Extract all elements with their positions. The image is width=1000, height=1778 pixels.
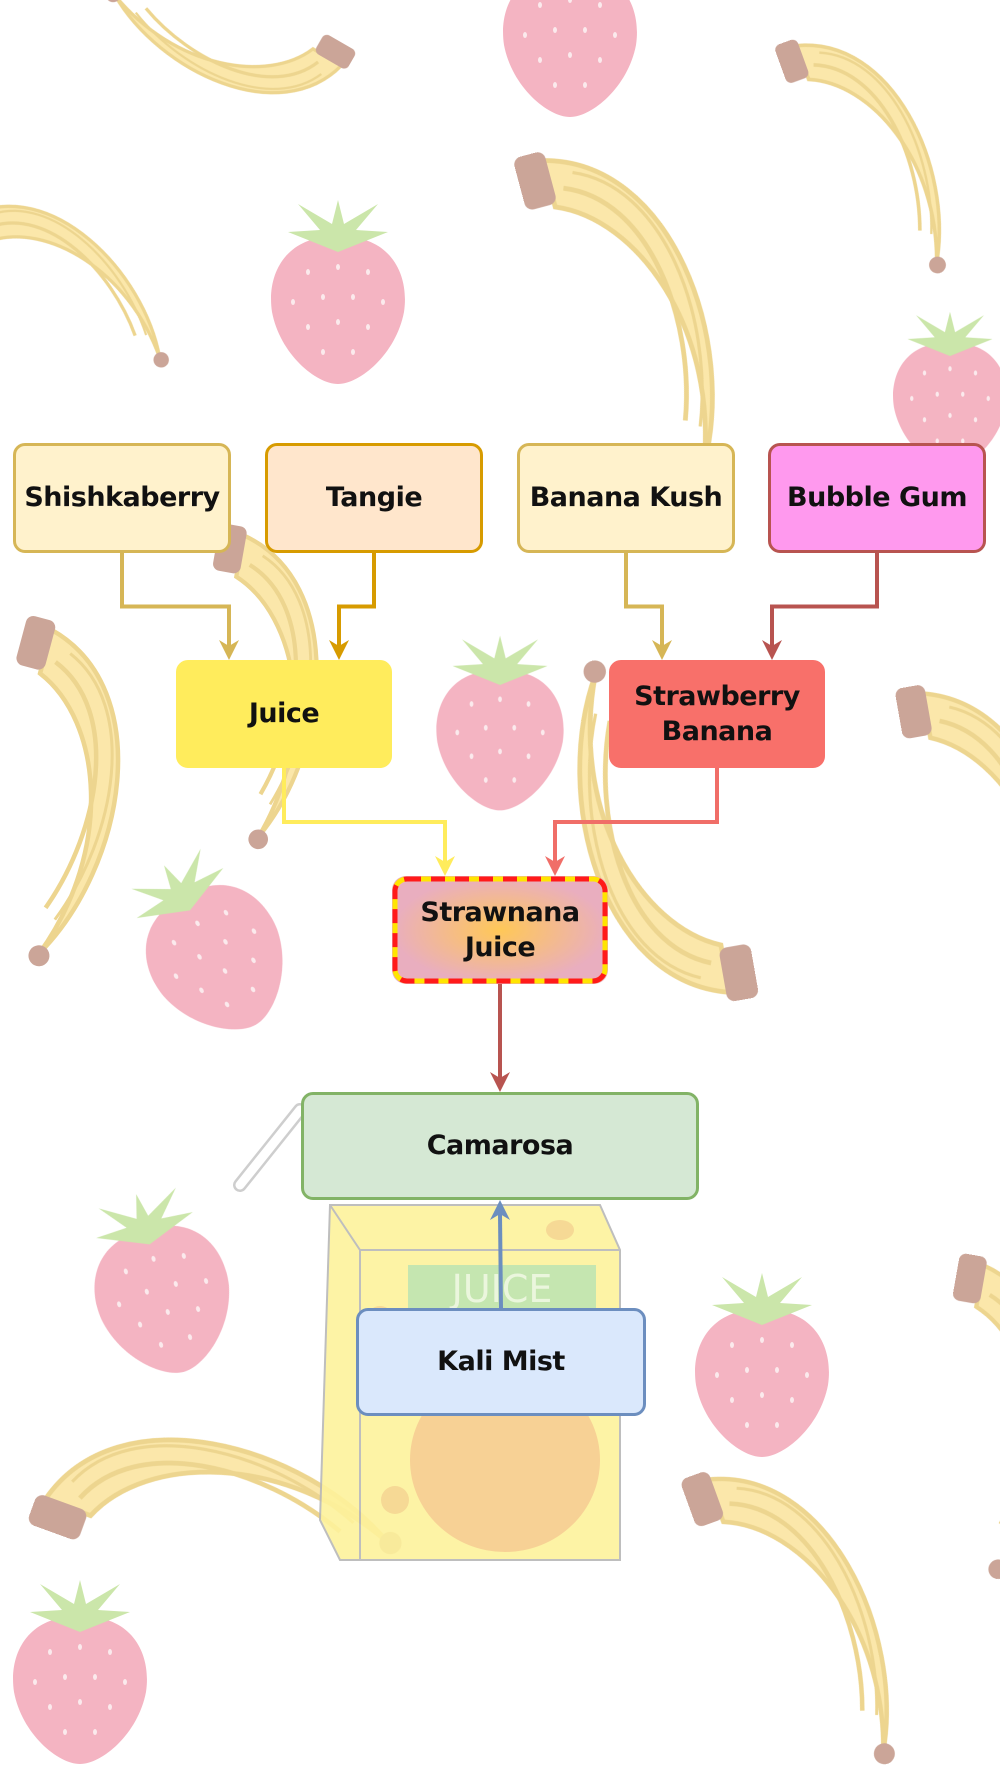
node-label: Shishkaberry	[24, 482, 220, 514]
dashed-border	[392, 876, 608, 984]
node-label: Bubble Gum	[787, 482, 967, 514]
arrowhead-icon	[219, 640, 239, 660]
node-strawberry-banana[interactable]: Strawberry Banana	[609, 660, 825, 768]
edge-strawberry_banana-to-strawnana_juice	[553, 768, 719, 862]
node-kali-mist[interactable]: Kali Mist	[356, 1308, 646, 1416]
edge-shishkaberry-to-juice	[120, 553, 231, 646]
node-shishkaberry[interactable]: Shishkaberry	[13, 443, 231, 553]
arrowhead-icon	[490, 1200, 510, 1220]
edge-juice-to-strawnana_juice	[282, 768, 447, 862]
node-strawnana-juice[interactable]: Strawnana Juice	[392, 876, 608, 984]
arrowhead-icon	[762, 640, 782, 660]
node-label: Juice	[248, 698, 320, 730]
node-tangie[interactable]: Tangie	[265, 443, 483, 553]
arrowhead-icon	[490, 1072, 510, 1092]
arrowhead-icon	[329, 640, 349, 660]
arrowhead-icon	[545, 856, 565, 876]
arrowhead-icon	[435, 856, 455, 876]
node-banana-kush[interactable]: Banana Kush	[517, 443, 735, 553]
node-bubble-gum[interactable]: Bubble Gum	[768, 443, 986, 553]
arrowhead-icon	[652, 640, 672, 660]
node-label: Tangie	[325, 482, 423, 514]
edge-tangie-to-juice	[337, 553, 376, 646]
node-camarosa[interactable]: Camarosa	[301, 1092, 699, 1200]
node-juice[interactable]: Juice	[176, 660, 392, 768]
node-label: Kali Mist	[437, 1346, 565, 1378]
edge-banana_kush-to-strawberry_banana	[624, 553, 664, 646]
node-label: Strawberry Banana	[634, 680, 800, 747]
node-label: Camarosa	[426, 1130, 574, 1162]
node-label: Banana Kush	[529, 482, 723, 514]
edge-kali_mist-to-camarosa	[498, 1213, 503, 1309]
node-label: Strawnana Juice	[420, 896, 580, 963]
edge-bubble_gum-to-strawberry_banana	[770, 553, 879, 646]
